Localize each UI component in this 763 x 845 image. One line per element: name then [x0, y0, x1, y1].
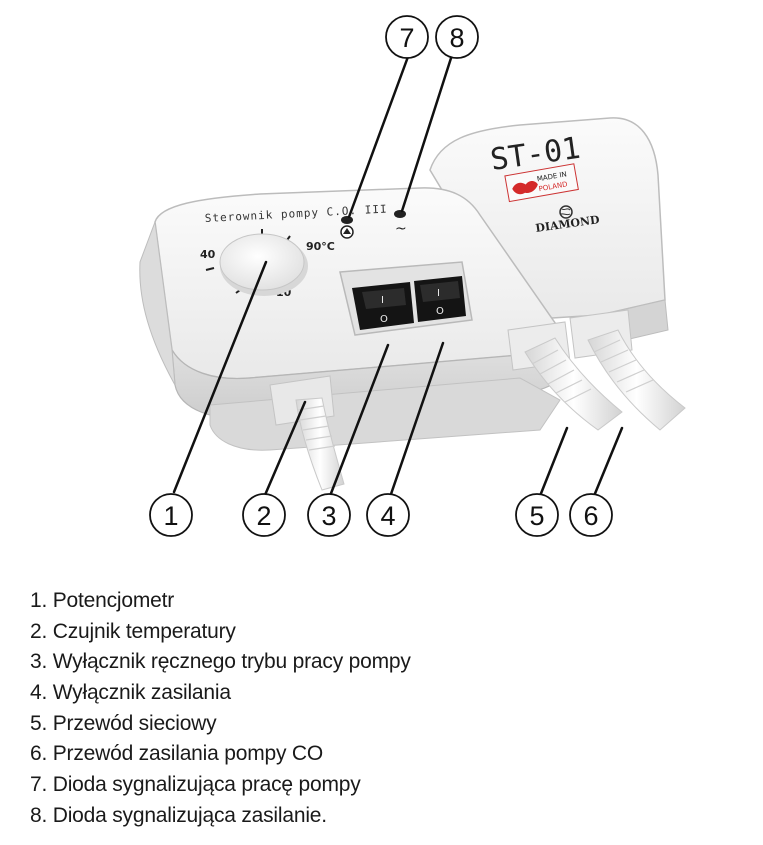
callout-2: 2	[242, 493, 286, 537]
manual-pump-switch[interactable]: I O	[352, 282, 414, 330]
pump-power-cable	[569, 309, 686, 431]
switch-on-symbol: I	[437, 288, 440, 299]
legend-item-text: 8. Dioda sygnalizująca zasilanie.	[30, 803, 327, 827]
legend-item-text: 3. Wyłącznik ręcznego trybu pracy pompy	[30, 650, 411, 674]
callout-8: 8	[435, 15, 479, 59]
legend-item: 1. Potencjometr	[30, 586, 411, 617]
callout-number: 2	[256, 501, 271, 531]
temperature-sensor-cable	[269, 375, 345, 491]
legend-item-text: 1. Potencjometr	[30, 589, 175, 612]
callout-5: 5	[515, 493, 559, 537]
made-in-poland-badge: MADE IN POLAND	[504, 163, 579, 203]
callout-number: 1	[163, 501, 178, 531]
legend-item: 2. Czujnik temperatury	[30, 617, 411, 648]
dial-mark-90: 90°C	[306, 240, 335, 253]
switch-off-symbol: O	[436, 306, 444, 317]
callout-number: 7	[399, 23, 414, 53]
callout-4: 4	[366, 493, 410, 537]
callout-number: 8	[449, 23, 464, 53]
switch-off-symbol: O	[380, 314, 388, 325]
power-led: ~	[394, 210, 407, 237]
legend-item-text: 6. Przewód zasilania pompy CO	[30, 742, 323, 766]
legend-item: 8. Dioda sygnalizująca zasilanie.	[30, 801, 411, 832]
power-switch[interactable]: I O	[414, 276, 466, 322]
callout-number: 4	[380, 501, 395, 531]
legend-item-text: 4. Wyłącznik zasilania	[30, 681, 231, 705]
legend-item: 6. Przewód zasilania pompy CO	[30, 739, 411, 770]
legend-item: 3. Wyłącznik ręcznego trybu pracy pompy	[30, 647, 411, 678]
callout-3: 3	[307, 493, 351, 537]
legend-item-text: 5. Przewód sieciowy	[30, 711, 217, 735]
callout-number: 5	[529, 501, 544, 531]
callout-number: 6	[583, 501, 598, 531]
pump-led	[340, 216, 354, 239]
callout-7: 7	[385, 15, 429, 59]
legend-item: 4. Wyłącznik zasilania	[30, 678, 411, 709]
callout-1: 1	[149, 493, 193, 537]
legend-list: 1. Potencjometr 2. Czujnik temperatury 3…	[30, 586, 411, 832]
legend-item-text: 7. Dioda sygnalizująca pracę pompy	[30, 773, 361, 797]
legend-item-text: 2. Czujnik temperatury	[30, 619, 236, 643]
leader-lines	[172, 52, 624, 499]
switch-on-symbol: I	[381, 295, 384, 306]
device-diagram: Sterownik pompy C.O. III 40 90°C 10 ~ I …	[139, 15, 686, 537]
dial-mark-40: 40	[200, 248, 216, 261]
legend-item: 7. Dioda sygnalizująca pracę pompy	[30, 770, 411, 801]
callout-number: 3	[321, 501, 336, 531]
callout-6: 6	[569, 493, 613, 537]
legend-item: 5. Przewód sieciowy	[30, 709, 411, 740]
mains-cable	[507, 321, 623, 431]
power-led-symbol: ~	[395, 221, 407, 237]
